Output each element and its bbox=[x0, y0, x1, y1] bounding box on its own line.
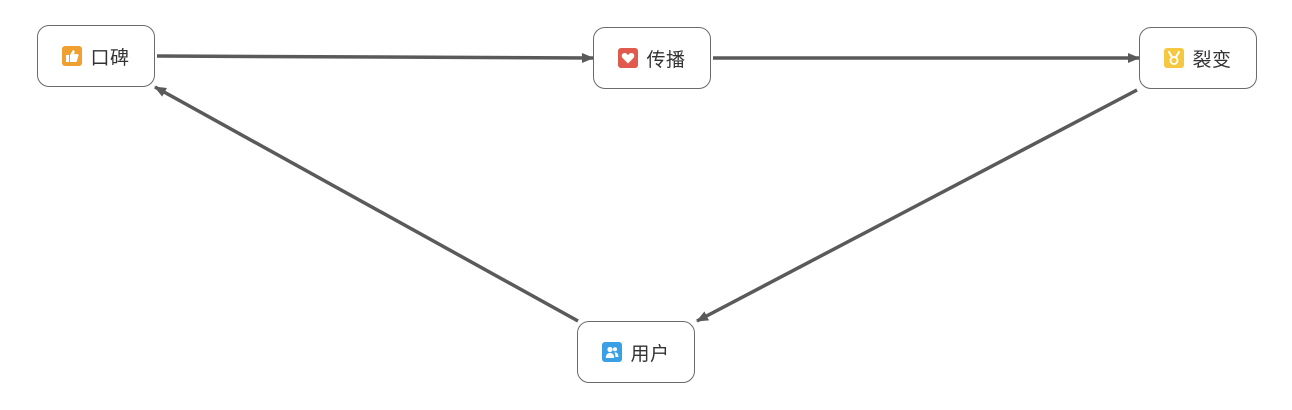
users-icon bbox=[602, 342, 623, 362]
node-koubei[interactable]: 口碑 bbox=[37, 25, 155, 87]
node-liebian[interactable]: 裂变 bbox=[1139, 27, 1257, 89]
edge-yonghu-to-koubei bbox=[154, 85, 579, 323]
node-label: 用户 bbox=[630, 342, 670, 365]
node-label: 裂变 bbox=[1192, 48, 1232, 71]
heart-icon bbox=[618, 48, 639, 68]
thumbs-up-icon bbox=[62, 46, 83, 66]
edge-liebian-to-yonghu bbox=[696, 88, 1138, 323]
node-yonghu[interactable]: 用户 bbox=[577, 321, 695, 383]
edge-koubei-to-chuanbo bbox=[156, 52, 594, 63]
node-chuanbo[interactable]: 传播 bbox=[593, 27, 711, 89]
node-label: 传播 bbox=[646, 48, 686, 71]
medal-icon bbox=[1164, 48, 1185, 68]
node-label: 口碑 bbox=[90, 46, 130, 69]
